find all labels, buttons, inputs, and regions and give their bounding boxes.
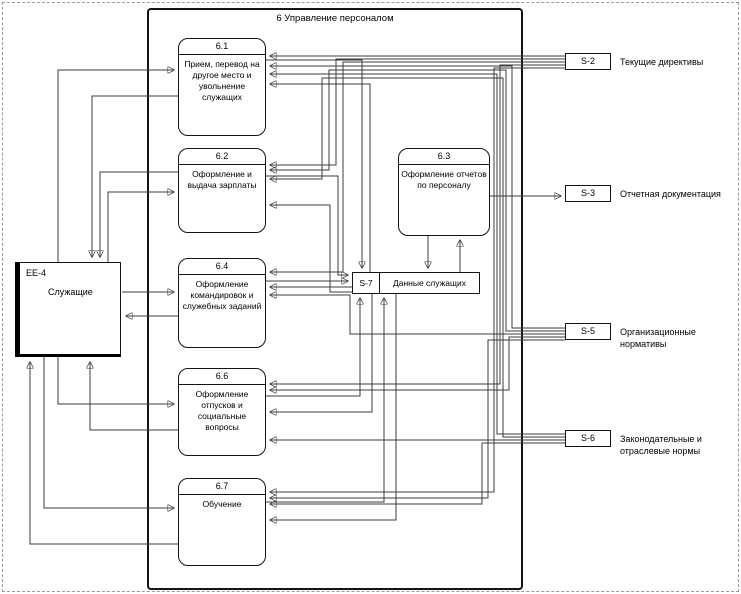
process-6-4[interactable]: 6.4 Оформление командировок и служебных … bbox=[178, 258, 266, 348]
process-6-7[interactable]: 6.7 Обучение bbox=[178, 478, 266, 566]
flow-6-2-to-s7 bbox=[266, 175, 348, 275]
flow-s5-to-6-7 bbox=[270, 339, 565, 498]
process-6-3-label: Оформление отчетов по персоналу bbox=[401, 169, 487, 191]
process-6-6-id: 6.6 bbox=[179, 369, 265, 385]
process-6-6-label: Оформление отпусков и социальные вопросы bbox=[195, 389, 249, 433]
flow-s6-to-6-1 bbox=[270, 74, 565, 435]
flow-s7-to-6-7 bbox=[270, 294, 397, 520]
external-entity-ee4-id: EE-4 bbox=[26, 268, 47, 278]
data-store-s7-label: Данные служащих bbox=[392, 278, 467, 288]
external-entity-ee4[interactable]: EE-4 Служащие bbox=[15, 262, 121, 357]
process-6-7-id: 6.7 bbox=[179, 479, 265, 495]
external-entity-ee4-label: Служащие bbox=[48, 287, 93, 297]
flow-6-2-to-ee4 bbox=[100, 171, 178, 257]
data-store-s5[interactable]: S-5 bbox=[565, 323, 611, 340]
flow-s2-to-6-2 bbox=[270, 58, 565, 165]
flow-6-6-to-ee4 bbox=[90, 362, 178, 431]
flow-6-7-to-s7 bbox=[266, 298, 384, 503]
process-6-1[interactable]: 6.1 Прием, перевод на другое место и уво… bbox=[178, 38, 266, 136]
flow-s2-to-6-7 bbox=[270, 67, 565, 492]
flow-s2-to-6-4 bbox=[270, 61, 565, 272]
process-6-2-label: Оформление и выдача зарплаты bbox=[187, 169, 257, 191]
flow-s7-to-6-2 bbox=[270, 205, 352, 293]
flow-6-1-to-s7 bbox=[266, 59, 362, 268]
flow-ee4-to-6-7 bbox=[43, 357, 174, 508]
diagram-title: 6 Управление персоналом bbox=[276, 13, 394, 24]
flow-ee4-to-6-2 bbox=[107, 192, 174, 262]
process-6-3-id: 6.3 bbox=[399, 149, 489, 165]
flow-s2-to-6-6 bbox=[270, 64, 565, 384]
process-6-2-id: 6.2 bbox=[179, 149, 265, 165]
flow-s6-to-6-7 bbox=[270, 442, 565, 504]
process-6-4-id: 6.4 bbox=[179, 259, 265, 275]
process-6-1-id: 6.1 bbox=[179, 39, 265, 55]
flow-s6-to-6-2 bbox=[270, 77, 565, 438]
flow-6-7-to-ee4 bbox=[30, 362, 178, 545]
data-store-s2[interactable]: S-2 bbox=[565, 53, 611, 70]
data-store-s7[interactable]: S-7 Данные служащих bbox=[352, 272, 480, 294]
flow-s5-to-6-2 bbox=[270, 69, 565, 332]
flow-ee4-to-6-1 bbox=[57, 70, 174, 262]
process-6-6[interactable]: 6.6 Оформление отпусков и социальные воп… bbox=[178, 368, 266, 456]
flow-s5-to-6-4 bbox=[270, 295, 565, 335]
flow-s5-to-6-1 bbox=[270, 66, 565, 329]
data-store-s3-label: Отчетная документация bbox=[620, 189, 721, 199]
flow-6-6-to-s7 bbox=[266, 298, 360, 397]
flow-s7-to-6-1 bbox=[270, 84, 371, 272]
data-store-s2-label: Текущие директивы bbox=[620, 57, 704, 67]
data-store-s6[interactable]: S-6 bbox=[565, 430, 611, 447]
process-6-2[interactable]: 6.2 Оформление и выдача зарплаты bbox=[178, 148, 266, 233]
data-store-s3[interactable]: S-3 bbox=[565, 185, 611, 202]
data-store-s7-id: S-7 bbox=[353, 273, 380, 293]
process-6-4-label: Оформление командировок и служебных зада… bbox=[182, 279, 262, 312]
data-store-s5-label: Организационные нормативы bbox=[620, 327, 696, 349]
process-6-3[interactable]: 6.3 Оформление отчетов по персоналу bbox=[398, 148, 490, 236]
flow-s5-to-6-6 bbox=[270, 336, 565, 390]
flow-s7-to-6-6 bbox=[270, 294, 373, 412]
process-6-7-label: Обучение bbox=[202, 499, 242, 509]
flow-6-1-to-ee4 bbox=[92, 95, 178, 257]
data-store-s6-label: Законодательные и отраслевые нормы bbox=[620, 434, 702, 456]
process-6-1-label: Прием, перевод на другое место и увольне… bbox=[184, 59, 260, 103]
flow-ee4-to-6-6 bbox=[57, 357, 174, 404]
